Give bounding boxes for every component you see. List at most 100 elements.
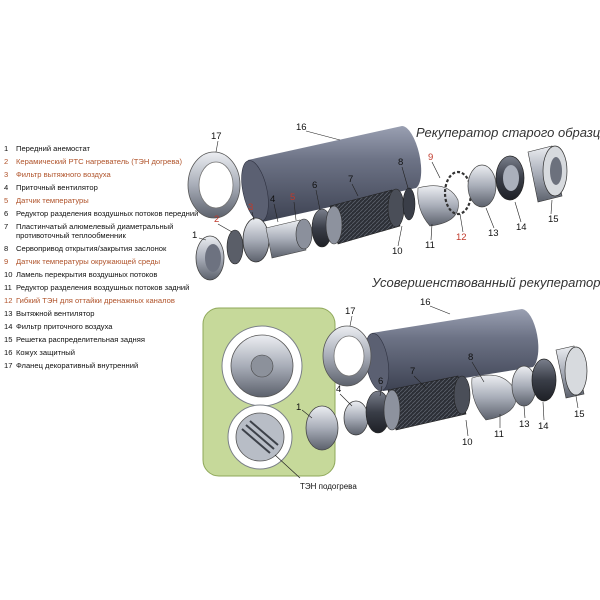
legend-item-number: 9 — [4, 257, 9, 266]
callout-old-12: 12 — [456, 232, 467, 243]
callout-new-1: 1 — [296, 402, 301, 413]
callout-new-11: 11 — [494, 429, 504, 440]
new-front-anemostat — [305, 405, 339, 451]
legend-item-number: 3 — [4, 170, 9, 179]
legend-item: 1 Передний анемостат — [4, 144, 200, 153]
callout-new-7: 7 — [410, 366, 415, 377]
callout-old-1: 1 — [192, 230, 197, 241]
legend-item-number: 7 — [4, 222, 9, 231]
old-rear-reducer — [417, 185, 459, 227]
legend-item-number: 14 — [4, 322, 13, 331]
legend-item-number: 4 — [4, 183, 9, 192]
callout-new-8: 8 — [468, 352, 473, 363]
legend-item-text: Кожух защитный — [16, 348, 75, 357]
old-front-anemostat — [195, 235, 225, 281]
legend-item-number: 13 — [4, 309, 13, 318]
legend-item-number: 8 — [4, 244, 9, 253]
callout-old-6: 6 — [312, 180, 317, 191]
old-recuperator-assembly — [187, 126, 568, 281]
old-servo-drive — [402, 187, 416, 221]
legend-item: 2 Керамический PTC нагреватель (ТЭН догре… — [4, 157, 200, 166]
legend-item-text: Фильтр приточного воздуха — [16, 322, 113, 331]
old-decorative-flange — [187, 151, 241, 219]
legend-item: 8 Сервопривод открытия/закрытия заслонок — [4, 244, 200, 253]
new-heat-exchanger — [383, 375, 471, 431]
inset-heater-closeup — [227, 404, 293, 470]
callout-new-4: 4 — [336, 384, 341, 395]
callout-new-16: 16 — [420, 297, 431, 308]
legend-item-number: 2 — [4, 157, 9, 166]
legend-item-number: 5 — [4, 196, 9, 205]
callout-old-14: 14 — [516, 222, 527, 233]
heater-note-label: ТЭН подогрева — [300, 482, 357, 491]
legend-item-text: Редуктор разделения воздушных потоков за… — [16, 283, 190, 292]
callout-old-11: 11 — [425, 240, 435, 251]
callout-new-13: 13 — [519, 419, 530, 430]
new-callouts: 17 16 8 7 6 4 1 15 14 13 11 10 — [296, 297, 585, 448]
new-decorative-flange — [322, 325, 372, 387]
legend-item-text: Сервопривод открытия/закрытия заслонок — [16, 244, 167, 253]
callout-old-7: 7 — [348, 174, 353, 185]
callout-old-2: 2 — [214, 214, 219, 225]
legend-item: 3 Фильтр вытяжного воздуха — [4, 170, 200, 179]
callout-new-17: 17 — [345, 306, 356, 317]
callout-new-14: 14 — [538, 421, 549, 432]
callout-old-9: 9 — [428, 152, 433, 163]
legend-item-text: Вытяжной вентилятор — [16, 309, 95, 318]
legend-item-text: Датчик температуры — [16, 196, 89, 205]
callout-old-8: 8 — [398, 157, 403, 168]
legend-item: 9 Датчик температуры окружающей среды — [4, 257, 200, 266]
legend-item-number: 1 — [4, 144, 9, 153]
old-supply-fan — [265, 219, 307, 259]
callout-old-5: 5 — [290, 192, 295, 203]
legend-item-text: Керамический PTC нагреватель (ТЭН догрев… — [16, 157, 183, 166]
legend-item-text: Фильтр вытяжного воздуха — [16, 170, 111, 179]
new-supply-fan — [343, 400, 369, 436]
old-heat-exchanger — [325, 188, 405, 245]
new-rear-reducer — [471, 374, 517, 421]
title-new-recuperator: Усовершенствованный рекуператор — [371, 275, 600, 290]
new-recuperator-assembly: ТЭН подогрева — [202, 307, 588, 491]
legend-item-number: 6 — [4, 209, 9, 218]
callout-new-6: 6 — [378, 376, 383, 387]
old-exhaust-fan — [467, 164, 497, 208]
inset-fan-closeup — [221, 325, 303, 407]
legend-item-text: Ламель перекрытия воздушных потоков — [16, 270, 158, 279]
legend-item-text: Передний анемостат — [16, 144, 90, 153]
callout-old-4: 4 — [270, 194, 275, 205]
callout-old-3: 3 — [248, 202, 253, 213]
callout-old-16: 16 — [296, 122, 307, 133]
legend-item-text: Датчик температуры окружающей среды — [16, 257, 161, 266]
callout-old-17: 17 — [211, 131, 222, 142]
legend-item-number: 12 — [4, 296, 13, 305]
title-old-recuperator: Рекуператор старого образца — [416, 125, 600, 140]
old-protective-shell — [241, 126, 422, 222]
legend-item-text: Гибкий ТЭН для оттайки дренажных каналов — [16, 296, 175, 305]
legend-item-number: 16 — [4, 348, 13, 357]
callout-old-15: 15 — [548, 214, 559, 225]
new-rear-grille — [555, 345, 588, 399]
callout-new-15: 15 — [574, 409, 585, 420]
callout-old-10: 10 — [392, 246, 403, 257]
legend-item: 5 Датчик температуры — [4, 196, 200, 205]
legend-item-number: 11 — [4, 283, 12, 292]
old-ptc-heater — [226, 229, 244, 265]
callout-new-10: 10 — [462, 437, 473, 448]
new-supply-filter — [531, 358, 557, 402]
legend-item-text: Приточный вентилятор — [16, 183, 98, 192]
legend-item: 11 Редуктор разделения воздушных потоков … — [4, 283, 200, 292]
new-protective-shell — [364, 309, 539, 391]
old-exhaust-filter — [242, 217, 270, 263]
leader-lines — [198, 130, 579, 437]
